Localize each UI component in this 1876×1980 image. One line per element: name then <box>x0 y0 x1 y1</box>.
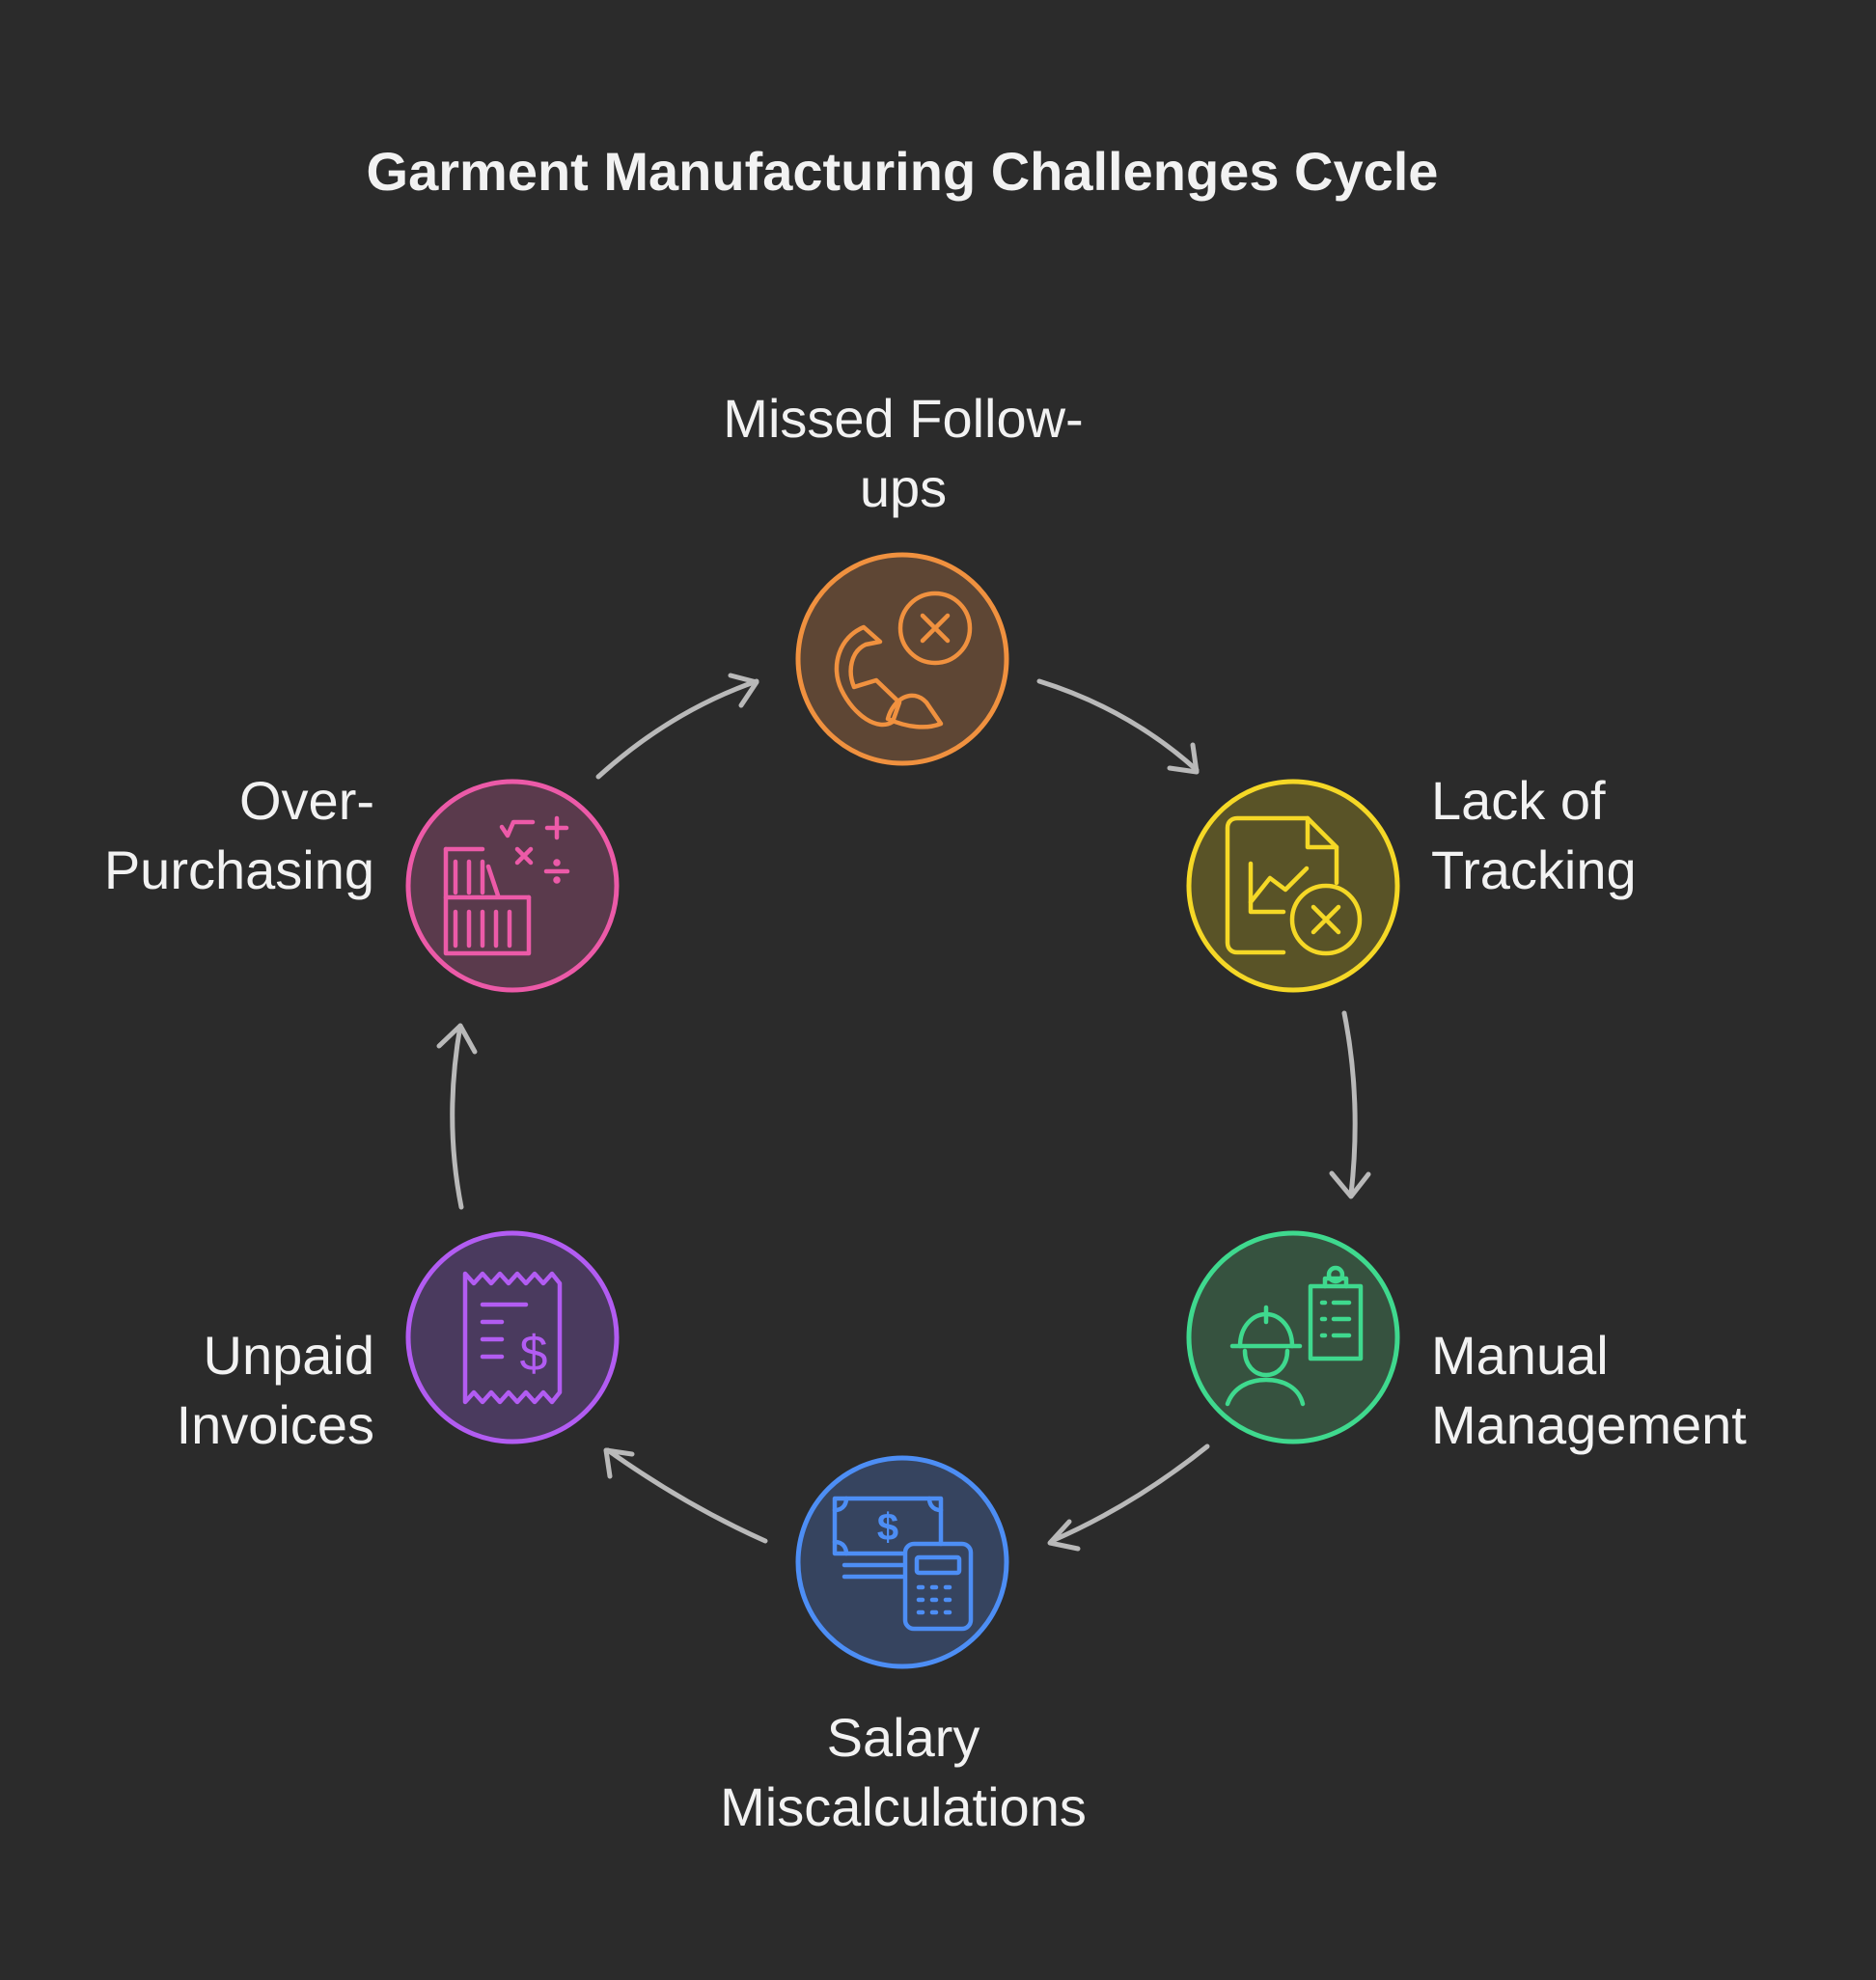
label-line: Salary <box>826 1707 980 1768</box>
node-missed-follow-ups <box>795 552 1009 766</box>
arrow-5 <box>436 1023 478 1210</box>
node-unpaid-invoices: $ <box>405 1230 620 1444</box>
node-lack-of-tracking <box>1186 779 1400 993</box>
label-line: Miscalculations <box>720 1776 1087 1837</box>
label-unpaid-invoices: Unpaid Invoices <box>0 1321 374 1460</box>
receipt-dollar-icon: $ <box>462 1271 563 1405</box>
arrow-2 <box>1329 1010 1371 1199</box>
label-manual-management: Manual Management <box>1431 1321 1747 1460</box>
label-line: Purchasing <box>103 839 374 900</box>
label-line: Unpaid <box>203 1325 374 1386</box>
label-line: Lack of <box>1431 770 1606 831</box>
phone-x-icon <box>834 591 973 729</box>
shelf-math-icon <box>443 815 570 956</box>
label-missed-follow-ups: Missed Follow- ups <box>662 384 1145 523</box>
node-salary-miscalculations: $ <box>795 1455 1009 1669</box>
arrow-4 <box>603 1447 768 1544</box>
arrow-3 <box>1047 1444 1210 1552</box>
diagram-title: Garment Manufacturing Challenges Cycle <box>366 141 1439 202</box>
label-line: Tracking <box>1431 839 1637 900</box>
worker-clipboard-icon <box>1225 1265 1364 1407</box>
arrow-6 <box>595 673 759 780</box>
node-over-purchasing <box>405 779 620 993</box>
label-line: Manual <box>1431 1325 1609 1386</box>
dollar-sign-glyph: $ <box>877 1506 898 1549</box>
label-lack-of-tracking: Lack of Tracking <box>1431 766 1637 905</box>
label-line: ups <box>859 457 948 518</box>
label-salary-miscalculations: Salary Miscalculations <box>662 1703 1145 1842</box>
node-manual-management <box>1186 1230 1400 1444</box>
label-line: Management <box>1431 1394 1747 1455</box>
dollar-sign-glyph: $ <box>520 1326 548 1382</box>
label-over-purchasing: Over- Purchasing <box>0 766 374 905</box>
label-line: Missed Follow- <box>723 388 1084 449</box>
money-calculator-icon: $ <box>832 1496 974 1632</box>
label-line: Invoices <box>176 1394 374 1455</box>
arrow-1 <box>1036 678 1200 775</box>
label-line: Over- <box>239 770 374 831</box>
chart-document-x-icon <box>1225 815 1363 956</box>
